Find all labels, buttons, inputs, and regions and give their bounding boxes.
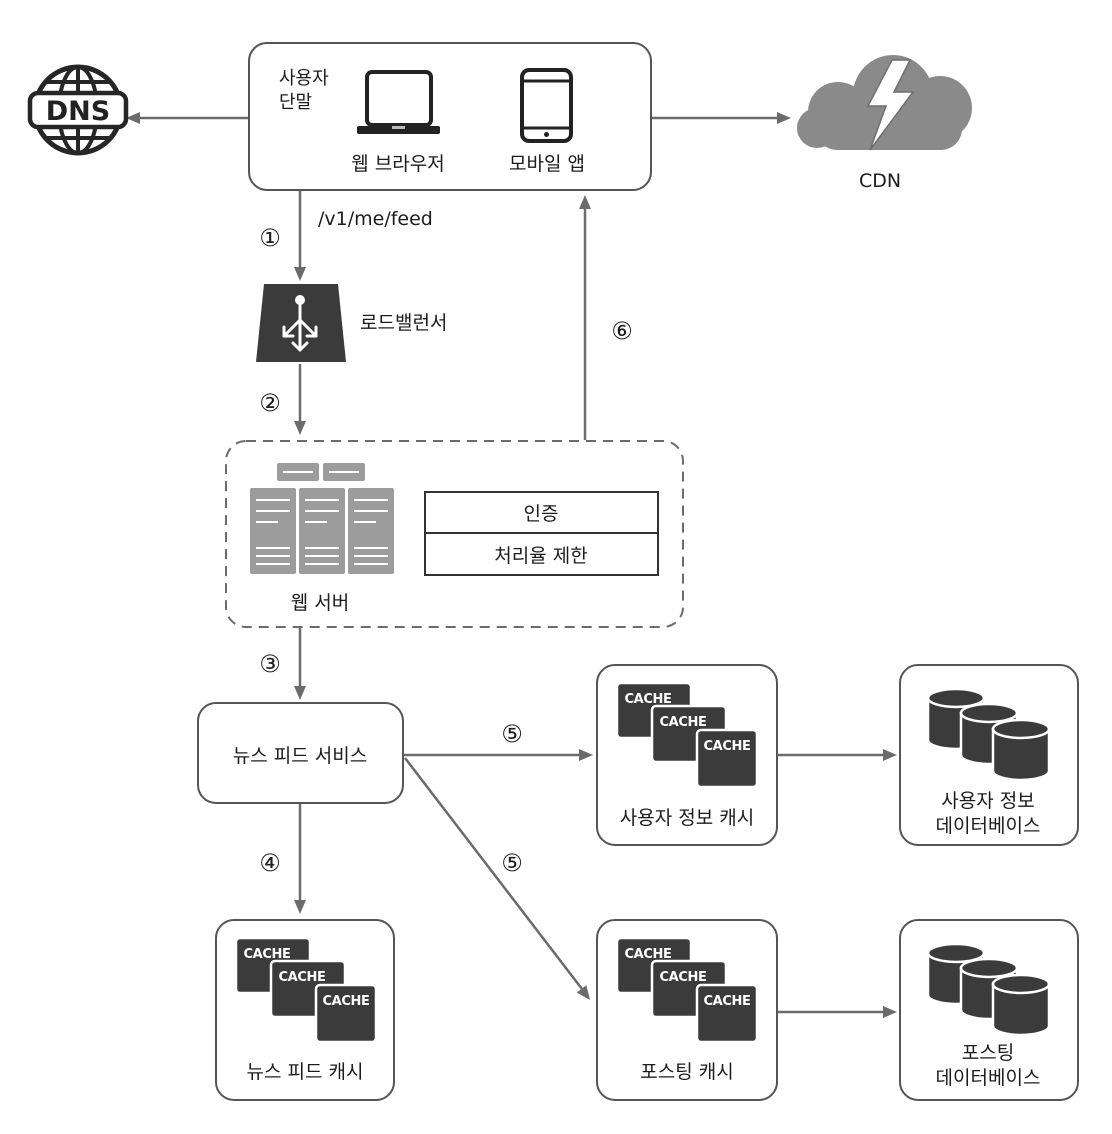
load-balancer-icon [256,284,346,362]
dns-label: DNS [46,96,110,127]
posting-cache-label: 포스팅 캐시 [640,1061,733,1083]
cache-icon: CACHE CACHE CACHE [615,936,759,1044]
arrow-client-to-dns [126,112,248,124]
cache-tag: CACHE [625,692,672,707]
module-rate-limiting: 처리율 제한 [494,545,587,567]
cache-tag: CACHE [704,739,751,754]
arrow-client-to-cdn [652,112,791,124]
cache-icon: CACHE CACHE CACHE [234,936,378,1044]
arrow-step4-service-to-news-feed-cache [294,803,306,914]
posting-db-box: 포스팅 데이터베이스 [899,919,1079,1101]
cloud-lightning-icon [797,55,972,151]
web-server-modules: 인증 처리율 제한 [424,491,659,576]
cache-tag: CACHE [244,947,291,962]
posting-cache-box: CACHE CACHE CACHE 포스팅 캐시 [596,919,778,1101]
laptop-icon [357,70,440,134]
arrow-step2-lb-to-web-server [294,364,306,435]
arrow-posting-cache-to-posting-db [777,1006,897,1018]
client-title-line2: 단말 [279,92,312,113]
news-feed-service-box: 뉴스 피드 서비스 [197,702,404,804]
user-info-cache-box: CACHE CACHE CACHE 사용자 정보 캐시 [596,664,778,846]
globe-icon [27,64,129,156]
news-feed-service-label: 뉴스 피드 서비스 [233,745,367,767]
load-balancer-label: 로드밸런서 [360,312,447,334]
user-info-cache-label: 사용자 정보 캐시 [620,807,754,829]
web-server-label: 웹 서버 [291,592,349,614]
step-6-marker: ⑥ [611,317,633,345]
user-info-db-label-line1: 사용자 정보 [941,790,1034,812]
step-5-user-marker: ⑤ [501,720,523,748]
database-icon [926,942,1051,1037]
arrow-step5-service-to-user-cache [403,749,593,761]
arrow-step3-web-server-to-service [294,627,306,700]
load-balancer-node: 로드밸런서 [256,284,447,362]
client-device-box: 사용자 단말 웹 브라우저 모바일 앱 [248,42,652,191]
cdn-label: CDN [859,170,901,192]
cdn-node: CDN [797,55,972,192]
web-server-box: 웹 서버 인증 처리율 제한 [225,440,684,628]
step-4-marker: ④ [259,849,281,877]
arrows [126,112,897,1018]
step-3-marker: ③ [259,650,281,678]
web-browser-label: 웹 브라우저 [351,153,444,175]
client-title-line1: 사용자 [279,68,329,89]
arrow-user-cache-to-user-db [777,749,897,761]
step-2-marker: ② [259,389,281,417]
user-info-db-box: 사용자 정보 데이터베이스 [899,664,1079,846]
database-icon [926,687,1051,782]
cache-tag: CACHE [704,994,751,1009]
mobile-app-label: 모바일 앱 [509,153,585,175]
cache-icon: CACHE CACHE CACHE [615,681,759,789]
request-path-label: /v1/me/feed [318,208,433,230]
step-5-post-marker: ⑤ [501,849,523,877]
dns-node: DNS [27,64,129,156]
news-feed-cache-box: CACHE CACHE CACHE 뉴스 피드 캐시 [215,919,395,1101]
user-info-db-label-line2: 데이터베이스 [936,815,1041,837]
arrow-step5-service-to-posting-cache [404,757,590,1000]
posting-db-label-line2: 데이터베이스 [936,1067,1041,1089]
cache-tag: CACHE [660,970,707,985]
arrow-step6-web-server-to-client [579,195,591,440]
cache-tag: CACHE [323,994,370,1009]
posting-db-label-line1: 포스팅 [962,1042,1014,1064]
module-authentication: 인증 [524,503,559,525]
arrow-step1-client-to-lb [294,190,306,281]
step-1-marker: ① [259,224,281,252]
news-feed-cache-label: 뉴스 피드 캐시 [247,1061,364,1083]
step-markers: ① ② ⑥ ③ ⑤ ④ ⑤ [259,224,633,877]
cache-tag: CACHE [279,970,326,985]
server-rack-icon [250,463,394,574]
cache-tag: CACHE [625,947,672,962]
smartphone-icon [520,68,573,143]
cache-tag: CACHE [660,715,707,730]
